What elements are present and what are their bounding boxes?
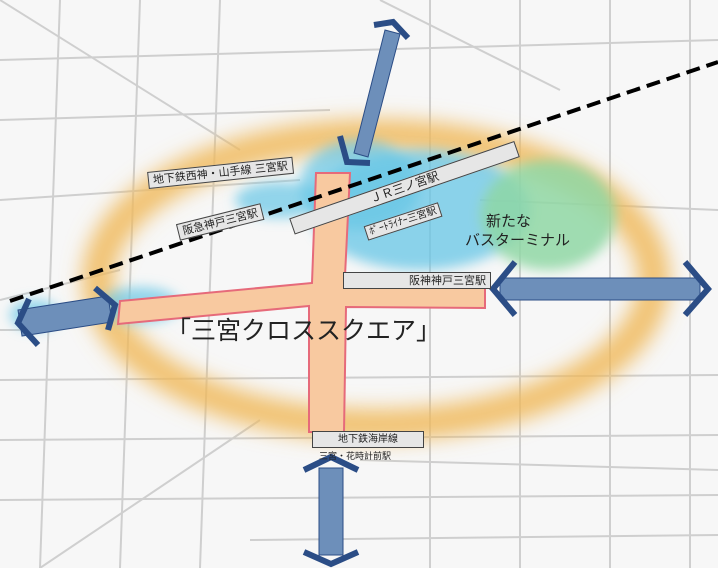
sannomiya-hanadokeimae-station-label: 三宮・花時計前駅 — [319, 452, 392, 462]
new-bus-terminal-label-line2: バスターミナル — [465, 231, 571, 249]
railway-line — [9, 60, 718, 303]
hanshin-sannomiya-station-label: 阪神神戸三宮駅 — [343, 272, 491, 289]
new-bus-terminal-label-line1: 新たな — [486, 212, 532, 230]
subway-kaigan-line-label: 地下鉄海岸線 — [312, 431, 424, 448]
cross-square-title: 「三宮クロススクエア」 — [166, 316, 442, 345]
double-headed-arrow-icon — [14, 18, 712, 568]
